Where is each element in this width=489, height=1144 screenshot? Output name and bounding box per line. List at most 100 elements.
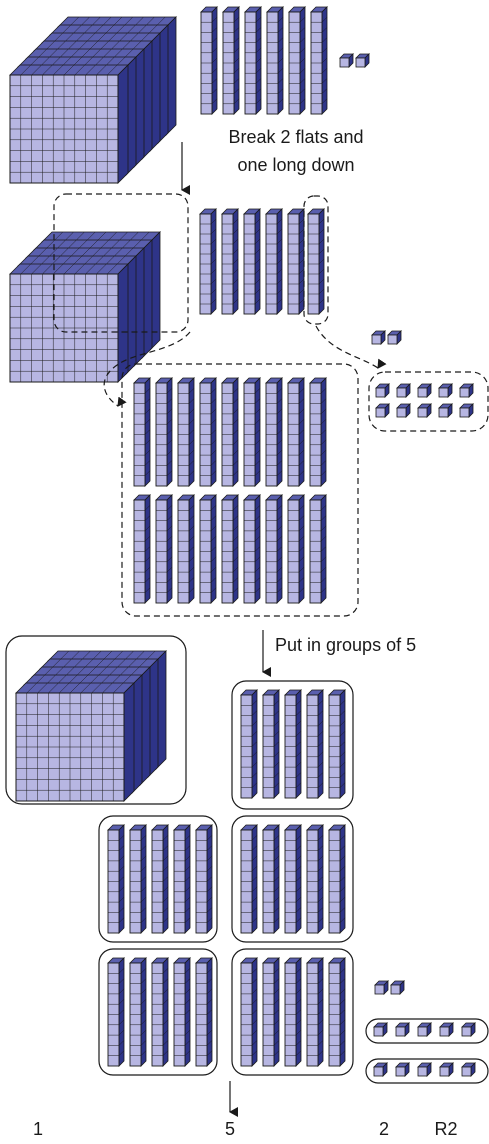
long-block	[307, 208, 325, 315]
long-block	[309, 494, 327, 604]
long-block	[265, 494, 283, 604]
long-block	[243, 377, 261, 487]
group-box-tens-2	[98, 815, 218, 943]
long-block	[244, 6, 262, 115]
long-block	[199, 377, 217, 487]
long-block	[309, 377, 327, 487]
unit-block	[373, 1022, 388, 1037]
long-block	[177, 494, 195, 604]
unit-block	[396, 383, 411, 398]
long-block	[107, 957, 125, 1067]
group-box-flats	[5, 635, 187, 805]
long-block	[284, 689, 302, 799]
flat-block-flat	[15, 682, 135, 802]
unit-block	[374, 980, 389, 995]
long-block	[177, 377, 195, 487]
flat-block	[9, 16, 177, 184]
arrows	[103, 142, 387, 1117]
answer-ones: 2	[378, 1119, 389, 1139]
long-block	[221, 377, 239, 487]
long-block	[195, 824, 213, 934]
unit-block	[375, 383, 390, 398]
unit-block	[375, 403, 390, 418]
unit-block	[417, 1062, 432, 1077]
long-block	[284, 824, 302, 934]
long-block	[240, 824, 258, 934]
unit-block	[395, 1022, 410, 1037]
long-block	[155, 377, 173, 487]
flat-block	[15, 650, 167, 802]
group-box-tens-4	[98, 948, 218, 1076]
group-box-units-1	[365, 1018, 489, 1044]
flat-block	[9, 231, 161, 383]
dashed-box-new-longs	[121, 363, 359, 617]
long-block	[129, 957, 147, 1067]
unit-block	[339, 53, 354, 68]
long-block	[221, 208, 239, 315]
group-outlines	[5, 193, 489, 1084]
dashed-arrow-flats	[103, 331, 191, 407]
long-block	[284, 957, 302, 1067]
long-block	[133, 377, 151, 487]
unit-block	[396, 403, 411, 418]
long-block	[107, 824, 125, 934]
unit-block	[461, 1062, 476, 1077]
long-block	[173, 957, 191, 1067]
long-block	[287, 208, 305, 315]
long-block	[133, 494, 151, 604]
long-block	[287, 494, 305, 604]
answer-tens: 5	[224, 1119, 235, 1139]
long-block	[221, 494, 239, 604]
unit-block	[459, 383, 474, 398]
long-block	[306, 824, 324, 934]
long-block	[265, 377, 283, 487]
step2-label: Put in groups of 5	[275, 635, 417, 655]
long-block	[287, 377, 305, 487]
dashed-arrow-long	[315, 325, 387, 369]
long-block	[173, 824, 191, 934]
step1-label-line2: one long down	[237, 155, 355, 175]
group-box-units-2	[365, 1058, 489, 1084]
unit-block	[438, 383, 453, 398]
long-block	[222, 6, 240, 115]
group-box-tens-1	[231, 680, 354, 810]
dashed-box-new-units	[368, 371, 489, 432]
long-block	[199, 494, 217, 604]
unit-block	[417, 403, 432, 418]
dashed-box-broken-flats	[53, 193, 189, 333]
long-block	[129, 824, 147, 934]
long-block	[240, 957, 258, 1067]
long-block	[306, 689, 324, 799]
group-box-tens-3	[231, 815, 354, 943]
long-block	[265, 208, 283, 315]
long-block	[240, 689, 258, 799]
long-block	[288, 6, 306, 115]
unit-block	[417, 383, 432, 398]
flat-block-flat	[9, 64, 129, 184]
unit-block	[439, 1022, 454, 1037]
answer-hundreds: 1	[32, 1119, 43, 1139]
long-block	[262, 689, 280, 799]
unit-block	[439, 1062, 454, 1077]
long-block	[306, 957, 324, 1067]
long-block	[262, 957, 280, 1067]
long-block	[266, 6, 284, 115]
long-block	[243, 494, 261, 604]
unit-block	[373, 1062, 388, 1077]
unit-block	[438, 403, 453, 418]
long-block	[243, 208, 261, 315]
long-block	[195, 957, 213, 1067]
unit-block	[390, 980, 405, 995]
step1-label-line1: Break 2 flats and	[228, 127, 364, 147]
long-block	[200, 6, 218, 115]
unit-block	[459, 403, 474, 418]
unit-block	[387, 330, 402, 345]
group-box-tens-5	[231, 948, 354, 1076]
flat-block-flat	[9, 263, 129, 383]
long-block	[155, 494, 173, 604]
base-ten-blocks	[9, 6, 476, 1077]
unit-block	[355, 53, 370, 68]
long-block	[328, 824, 346, 934]
unit-block	[395, 1062, 410, 1077]
